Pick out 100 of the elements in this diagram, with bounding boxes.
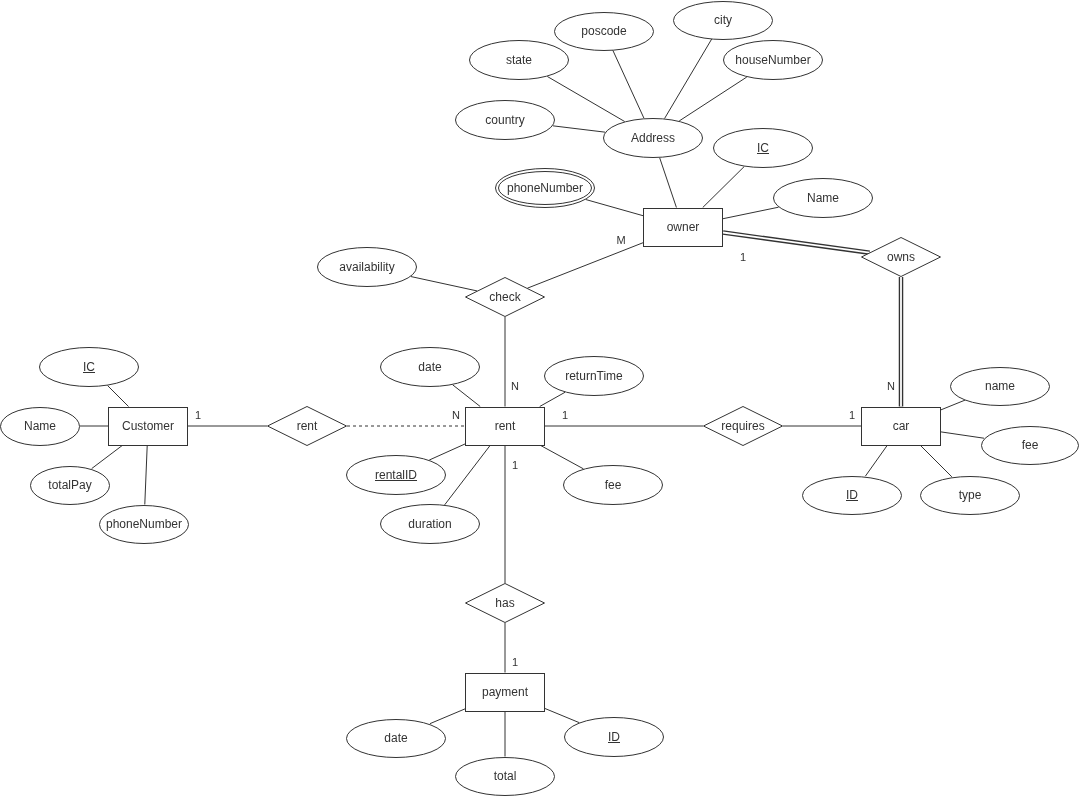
connector-line (678, 76, 748, 122)
connector-line (920, 445, 953, 478)
relationship-name: owns (887, 249, 915, 265)
attribute-ellipse (563, 465, 663, 505)
attribute-ellipse (554, 11, 654, 51)
connector-line (504, 316, 506, 407)
connector-line (546, 76, 626, 122)
connector-line (429, 708, 466, 725)
relationship-diamond (861, 237, 941, 277)
connector-line (346, 425, 466, 427)
attribute-ellipse (39, 347, 139, 387)
attribute-ellipse (564, 717, 664, 757)
cardinality-label: 1 (560, 408, 570, 422)
cardinality-label: 1 (510, 458, 520, 472)
cardinality-label: 1 (738, 250, 748, 264)
attribute-name: Address (631, 130, 675, 146)
connector-line (79, 425, 109, 427)
cardinality-label: 1 (193, 408, 203, 422)
connector-line (659, 157, 677, 208)
attribute-ellipse (0, 406, 80, 446)
attribute-name: fee (1021, 437, 1039, 453)
connector-line (187, 425, 268, 427)
attribute-name: returnTime (565, 368, 623, 384)
cardinality-label: N (510, 379, 520, 393)
relationship-name: has (495, 595, 515, 611)
connector-line (940, 431, 985, 439)
attribute-name: phoneNumber (105, 516, 183, 532)
attribute-name: total (493, 768, 517, 784)
entity-name: rent (494, 418, 516, 434)
connector-line (539, 391, 566, 407)
connector-line (722, 206, 780, 220)
attribute-ellipse (544, 356, 644, 396)
attribute-ellipse (380, 347, 480, 387)
attribute-name: ID (608, 729, 620, 745)
attribute-ellipse (673, 0, 773, 40)
relationship-name: rent (296, 418, 318, 434)
connector-line (504, 711, 506, 757)
attribute-ellipse (469, 40, 569, 80)
relationship-diamond (267, 406, 347, 446)
entity-name: car (892, 418, 910, 434)
attribute-name: Name (24, 418, 56, 434)
connector-line (585, 199, 644, 217)
connector-line (504, 622, 506, 673)
connector-line (107, 385, 129, 407)
connector-line (898, 277, 904, 407)
attribute-ellipse (346, 718, 446, 758)
connector-line (664, 38, 713, 120)
cardinality-label: M (615, 233, 627, 247)
attribute-ellipse (713, 128, 813, 168)
attribute-name: rentalID (375, 467, 417, 483)
connector-line (940, 399, 966, 411)
attribute-name: country (485, 112, 525, 128)
attribute-ellipse (99, 504, 189, 544)
connector-line (702, 166, 745, 208)
entity-box (108, 406, 188, 446)
attribute-name: city (714, 12, 732, 28)
attribute-name: fee (604, 477, 622, 493)
entity-name: owner (666, 219, 700, 235)
relationship-diamond (465, 583, 545, 623)
attribute-name: IC (83, 359, 95, 375)
connector-line (526, 242, 644, 289)
entity-box (465, 406, 545, 446)
attribute-ellipse (723, 40, 823, 80)
entity-name: payment (482, 684, 528, 700)
attribute-name: availability (339, 259, 395, 275)
connector-line (428, 443, 466, 461)
relationship-diamond (703, 406, 783, 446)
attribute-name: IC (757, 140, 769, 156)
attribute-name: duration (408, 516, 452, 532)
connector-line (864, 445, 888, 477)
attribute-name: date (418, 359, 442, 375)
attribute-ellipse (455, 100, 555, 140)
attribute-ellipse (920, 475, 1020, 515)
entity-name: Customer (122, 418, 174, 434)
attribute-name: houseNumber (735, 52, 811, 68)
connector-line (91, 445, 123, 470)
attribute-ellipse (773, 178, 873, 218)
connector-line (612, 49, 645, 119)
relationship-name: check (489, 289, 521, 305)
connector-line (410, 276, 478, 292)
connector-line (540, 445, 584, 470)
attribute-name: name (985, 378, 1015, 394)
connector-line (544, 708, 580, 724)
attribute-name: ID (846, 487, 858, 503)
entity-box (861, 406, 941, 446)
attribute-ellipse (950, 366, 1050, 406)
attribute-ellipse (317, 247, 417, 287)
attribute-ellipse (802, 475, 902, 515)
attribute-name: totalPay (48, 477, 92, 493)
relationship-name: requires (721, 418, 765, 434)
multivalued-attribute-ellipse (495, 168, 595, 208)
attribute-name: poscode (581, 23, 627, 39)
attribute-ellipse (30, 465, 110, 505)
attribute-ellipse (346, 455, 446, 495)
cardinality-label: 1 (510, 655, 520, 669)
attribute-name: date (384, 730, 408, 746)
connector-line (544, 425, 704, 427)
connector-line (504, 445, 506, 584)
connector-line (452, 384, 481, 407)
connector-line (444, 445, 491, 506)
